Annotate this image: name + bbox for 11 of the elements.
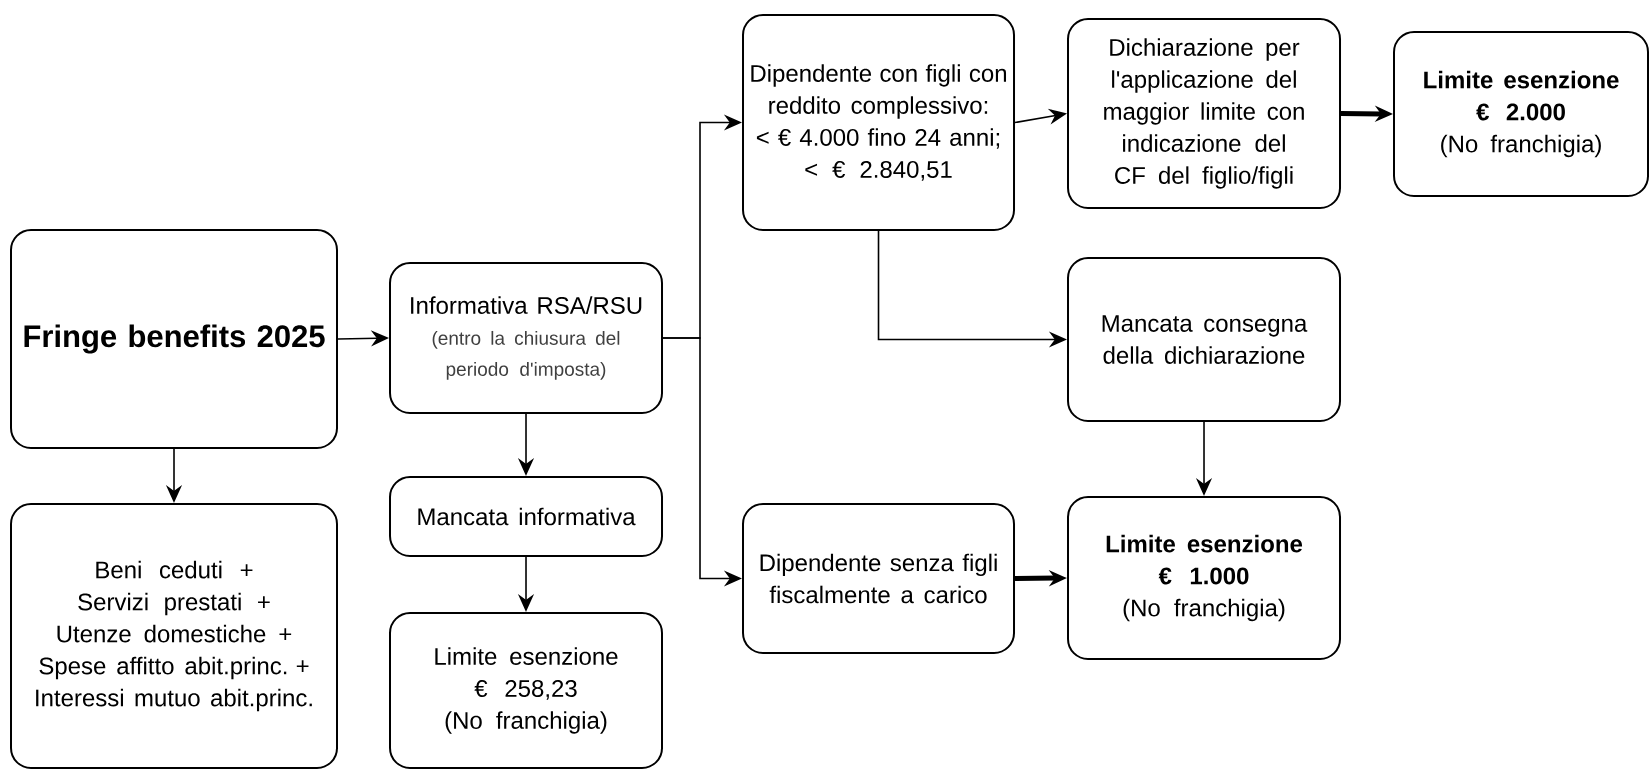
process-box: Dipendente con figli con reddito complessivo: < € 4.000 fino 24 anni; < € 2.840,51 — [742, 14, 1015, 231]
process-box: Beni ceduti + Servizi prestati + Utenze domestiche + Spese affitto abit.princ. + Interessi mutuo abit.princ. — [10, 503, 338, 769]
process-box: Dipendente senza figli fiscalmente a carico — [742, 503, 1015, 654]
title-box: Fringe benefits 2025 — [10, 229, 338, 449]
process-box: Mancata consegna della dichiarazione — [1067, 257, 1341, 422]
process-box: Dichiarazione per l'applicazione del maggior limite con indicazione del CF del figlio/figli — [1067, 18, 1341, 209]
process-box: Mancata informativa — [389, 476, 663, 557]
result-box: Limite esenzione € 1.000 (No franchigia) — [1067, 496, 1341, 660]
process-box: Informativa RSA/RSU (entro la chiusura del periodo d'imposta) — [389, 262, 663, 414]
result-box: Limite esenzione € 258,23 (No franchigia) — [389, 612, 663, 769]
result-box: Limite esenzione € 2.000 (No franchigia) — [1393, 31, 1649, 197]
